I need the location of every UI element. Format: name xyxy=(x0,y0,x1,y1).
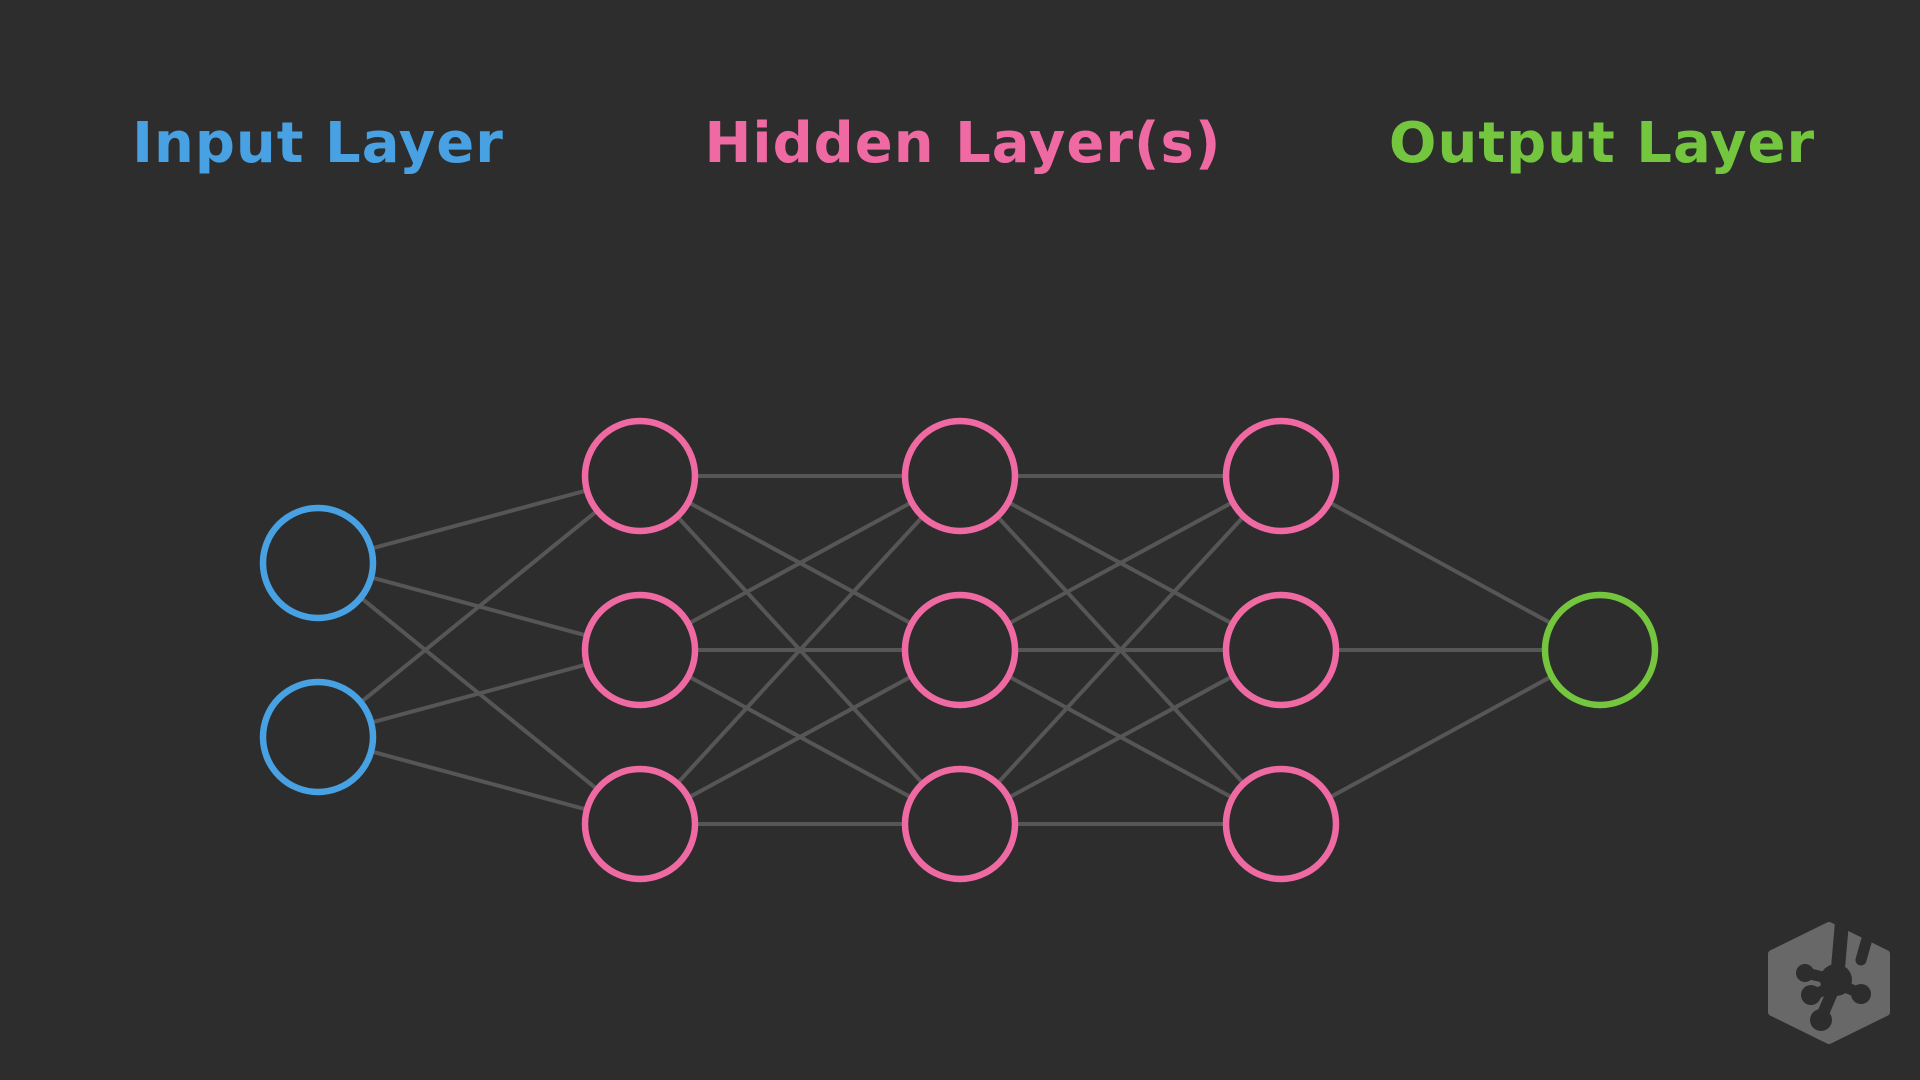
edge-hidden-3-0-to-output-0 xyxy=(1280,474,1601,652)
output-layer-label: Output Layer xyxy=(1388,111,1816,176)
node-hidden-2-0 xyxy=(901,417,1019,535)
node-hidden-3-2 xyxy=(1222,765,1340,883)
edge-hidden-2-1-to-hidden-3-0 xyxy=(959,474,1282,652)
node-hidden-2-2 xyxy=(901,765,1019,883)
node-output-0 xyxy=(1541,591,1659,709)
node-hidden-1-1 xyxy=(581,591,699,709)
node-hidden-1-0 xyxy=(581,417,699,535)
node-hidden-3-1 xyxy=(1222,591,1340,709)
treehouse-logo xyxy=(1768,922,1890,1044)
edge-hidden-2-2-to-hidden-3-0 xyxy=(958,474,1283,826)
node-hidden-1-2 xyxy=(581,765,699,883)
node-hidden-2-1 xyxy=(901,591,1019,709)
node-input-0 xyxy=(259,504,377,622)
input-layer-label: Input Layer xyxy=(132,111,504,176)
edge-hidden-1-2-to-hidden-2-0 xyxy=(638,474,962,826)
edge-hidden-1-1-to-hidden-2-0 xyxy=(639,474,961,652)
edge-hidden-3-2-to-output-0 xyxy=(1280,648,1601,826)
frog-foot-pads xyxy=(1796,964,1871,1031)
node-input-1 xyxy=(259,678,377,796)
edge-hidden-2-2-to-hidden-3-1 xyxy=(959,648,1282,826)
hidden-layer-label: Hidden Layer(s) xyxy=(704,111,1222,176)
node-hidden-3-0 xyxy=(1222,417,1340,535)
edge-input-1-to-hidden-1-0 xyxy=(316,474,642,739)
edge-hidden-1-2-to-hidden-2-1 xyxy=(639,648,961,826)
